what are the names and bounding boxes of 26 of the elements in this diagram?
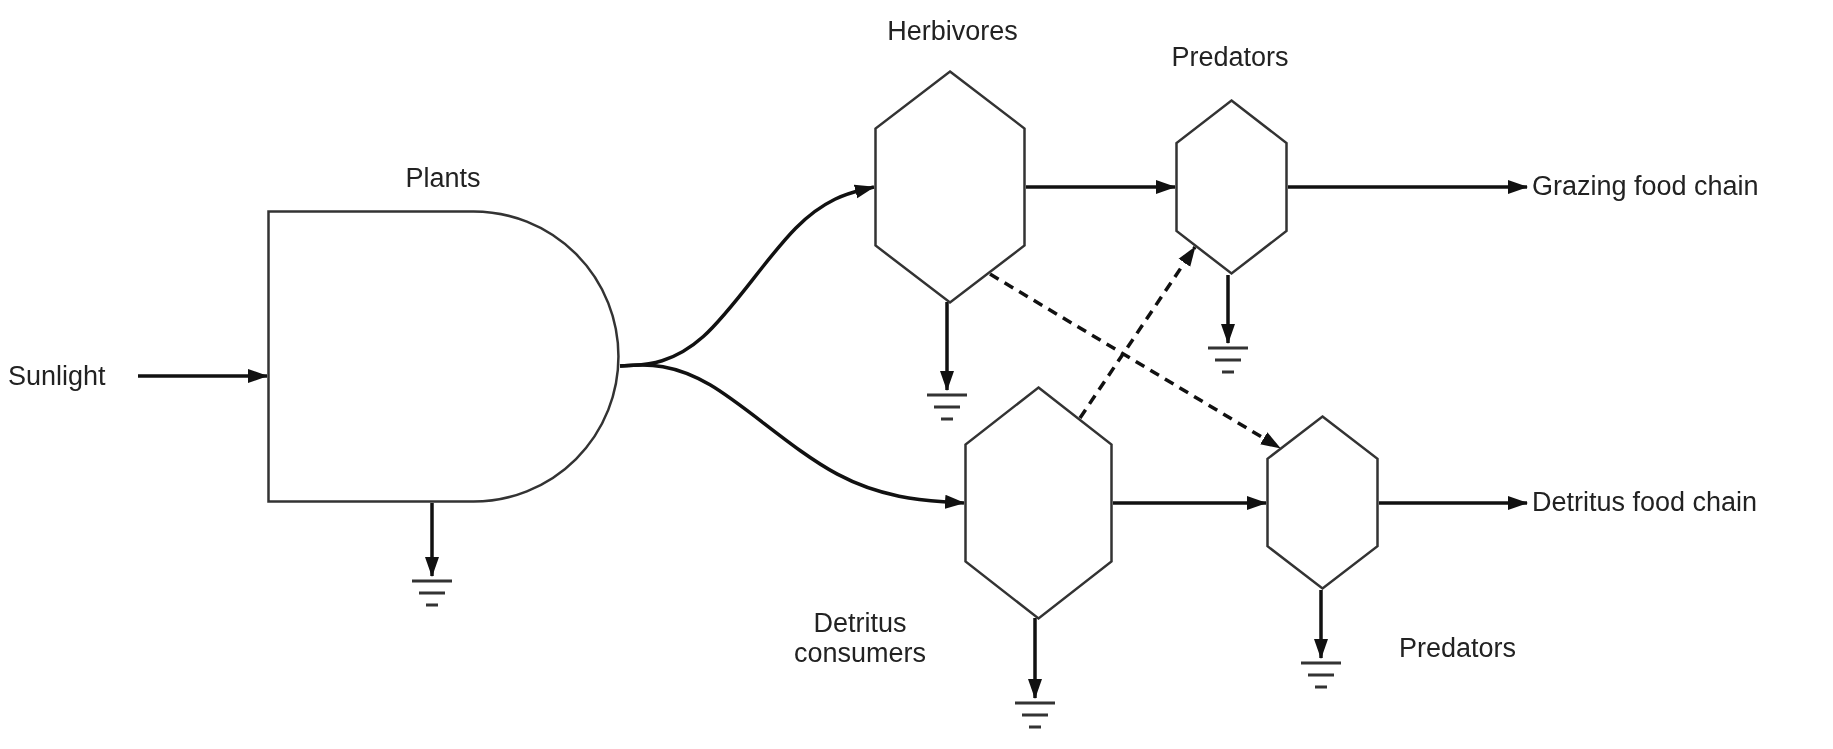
arrow bbox=[138, 369, 268, 383]
node-label: Detritus food chain bbox=[1532, 487, 1759, 517]
arrow bbox=[619, 363, 965, 509]
arrow bbox=[425, 503, 439, 577]
arrow bbox=[1379, 496, 1528, 510]
node-label: Predators bbox=[1170, 42, 1290, 72]
node-label: Herbivores bbox=[886, 16, 1019, 46]
node-label: Sunlight bbox=[8, 361, 107, 391]
arrow bbox=[940, 302, 954, 391]
arrow bbox=[1113, 496, 1267, 510]
arrow bbox=[1314, 590, 1328, 659]
ground-symbol bbox=[412, 578, 452, 610]
arrow bbox=[1221, 275, 1235, 344]
node-label: Grazing food chain bbox=[1532, 171, 1760, 201]
arrow bbox=[1028, 618, 1042, 699]
dashed-arrow bbox=[989, 272, 1281, 450]
node-label: Predators bbox=[1397, 633, 1518, 663]
ground-symbol bbox=[1015, 700, 1055, 732]
ground-symbol bbox=[927, 392, 967, 424]
arrow bbox=[1288, 180, 1528, 194]
node-label: Plants bbox=[404, 163, 482, 193]
ground-symbol bbox=[1208, 345, 1248, 377]
node-label: Detritus consumers bbox=[792, 608, 927, 668]
arrow bbox=[1026, 180, 1176, 194]
dashed-arrow bbox=[1078, 246, 1197, 419]
ground-symbol bbox=[1301, 660, 1341, 692]
